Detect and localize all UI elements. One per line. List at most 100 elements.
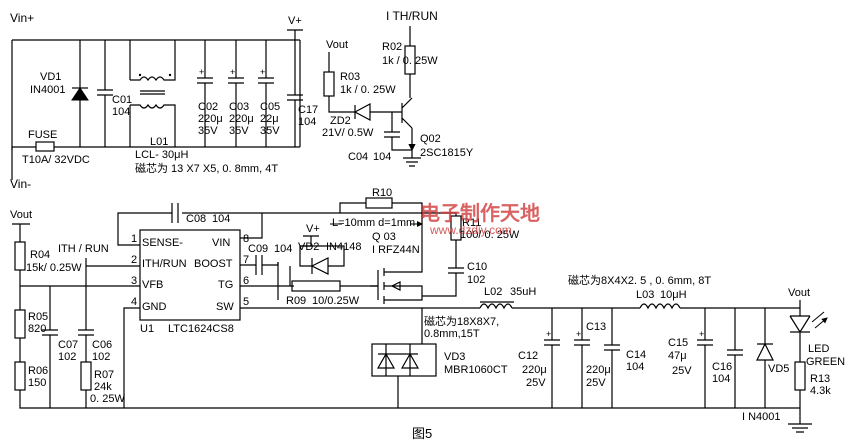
c02-v1: 220μ [198, 113, 223, 125]
l03-ref: L03 [636, 289, 654, 301]
c16-value: 104 [712, 373, 730, 385]
r10-resistor [365, 197, 393, 209]
r05-ref: R05 [28, 311, 48, 323]
ic-pin5-num: 5 [243, 296, 249, 308]
ic-pin3-num: 3 [131, 275, 137, 287]
vd1-ref: VD1 [40, 71, 61, 83]
ic-part: LTC1624CS8 [168, 323, 234, 335]
zd2-value: 21V/ 0.5W [322, 127, 374, 139]
c10-ref: C10 [467, 261, 487, 273]
c14-value: 104 [626, 361, 644, 373]
output-ground [788, 408, 812, 433]
svg-text:+: + [230, 67, 235, 77]
c03-v2: 35V [229, 125, 249, 137]
ic-pin7-num: 7 [243, 254, 249, 266]
net-vout-led: Vout [788, 287, 810, 299]
net-vin-plus: Vin+ [10, 11, 34, 25]
ic-pin1-name: SENSE- [142, 237, 183, 249]
c15-symbol [697, 308, 713, 408]
l03-value: 10μH [660, 289, 687, 301]
input-section: Vin+ FUSE T10A/ 32VDC Vin- VD1 IN4001 C0… [10, 11, 318, 191]
c01-ref: C01 [112, 94, 132, 106]
vd5-diode [756, 308, 774, 408]
r07-v1: 24k [94, 381, 112, 393]
c10-value: 102 [467, 274, 485, 286]
r03-resistor [323, 71, 335, 97]
c04-symbol [384, 112, 412, 151]
c06-symbol [78, 329, 94, 362]
r09-ref: R09 [286, 295, 306, 307]
led-value: GREEN [806, 356, 845, 368]
c12-v2: 25V [526, 377, 546, 389]
r03-value: 1k / 0. 25W [340, 84, 396, 96]
output-section: L02 35uH 磁芯为18X8X7, 0.8mm,15T VD3 MBR106… [371, 273, 845, 433]
converter-section: SENSE- ITH/RUN VFB GND VIN BOOST TG SW 1… [10, 187, 800, 409]
net-vplus-top: V+ [288, 15, 302, 27]
c07-ref: C07 [58, 339, 78, 351]
figure-caption: 图5 [412, 426, 432, 441]
c08-value: 104 [212, 213, 230, 225]
r05-resistor [14, 309, 26, 339]
r10-ref: R10 [372, 187, 392, 199]
vd3-diodes [376, 330, 423, 376]
ic-pin8-num: 8 [243, 233, 249, 245]
net-ith-run-top: I TH/RUN [386, 9, 438, 23]
r10-value: L=10mm d=1mm [332, 217, 415, 229]
ic-pin6-num: 6 [243, 275, 249, 287]
r11-ref: R11 [462, 217, 481, 229]
ic-pin2-name: ITH/RUN [142, 258, 187, 270]
svg-text:+: + [546, 329, 551, 339]
vd3-ref: VD3 [444, 351, 465, 363]
r02-ref: R02 [382, 41, 402, 53]
vd5-value: I N4001 [742, 411, 781, 423]
led-ref: LED [808, 343, 829, 355]
l01-ref: L01 [150, 136, 168, 148]
c04-ref: C04 [348, 151, 368, 163]
c17-value: 104 [298, 116, 316, 128]
c02-symbol [197, 40, 213, 147]
r13-resistor [794, 361, 806, 391]
zd2-ref: ZD2 [330, 115, 351, 127]
c03-ref: C03 [229, 101, 249, 113]
c07-symbol [42, 286, 58, 408]
c15-v2: 25V [672, 365, 692, 377]
ic-pin1-num: 1 [131, 233, 137, 245]
r04-resistor [14, 241, 26, 271]
vd2-diode [299, 245, 345, 275]
c05-v1: 22μ [260, 113, 279, 125]
ic-pin6-name: TG [218, 279, 233, 291]
vd5-ref: VD5 [768, 363, 789, 375]
svg-text:+: + [576, 329, 581, 339]
c08-ref: C08 [186, 213, 206, 225]
c17-ref: C17 [298, 104, 318, 116]
q03-value: I RFZ44N [372, 244, 420, 256]
c06-value: 102 [92, 351, 110, 363]
ic-pin4-name: GND [142, 301, 167, 313]
c12-symbol [544, 308, 560, 408]
c05-v2: 35V [260, 125, 280, 137]
vd3-package [371, 343, 437, 377]
c03-v1: 220μ [229, 113, 254, 125]
svg-text:+: + [699, 329, 704, 339]
l02-core1: 磁芯为18X8X7, [424, 314, 499, 328]
ic-u1 [139, 229, 241, 321]
c13-symbol [574, 308, 590, 408]
q02-ref: Q02 [420, 133, 441, 145]
c10-symbol [422, 262, 464, 297]
led-emission-arrows [811, 311, 827, 329]
r07-ref: R07 [94, 369, 114, 381]
watermark-cn: 电子制作天地 [420, 201, 540, 225]
zd2-zener [353, 103, 371, 121]
c16-ref: C16 [712, 361, 732, 373]
r06-resistor [14, 361, 26, 391]
ic-pin4-num: 4 [131, 296, 137, 308]
q02-value: 2SC1815Y [420, 147, 474, 159]
r09-value: 10/0.25W [312, 295, 360, 307]
fuse-symbol [35, 141, 55, 152]
r06-value: 150 [28, 377, 46, 389]
c12-ref: C12 [518, 350, 538, 362]
c03-symbol [228, 40, 244, 147]
ic-pin7-name: BOOST [194, 258, 233, 270]
